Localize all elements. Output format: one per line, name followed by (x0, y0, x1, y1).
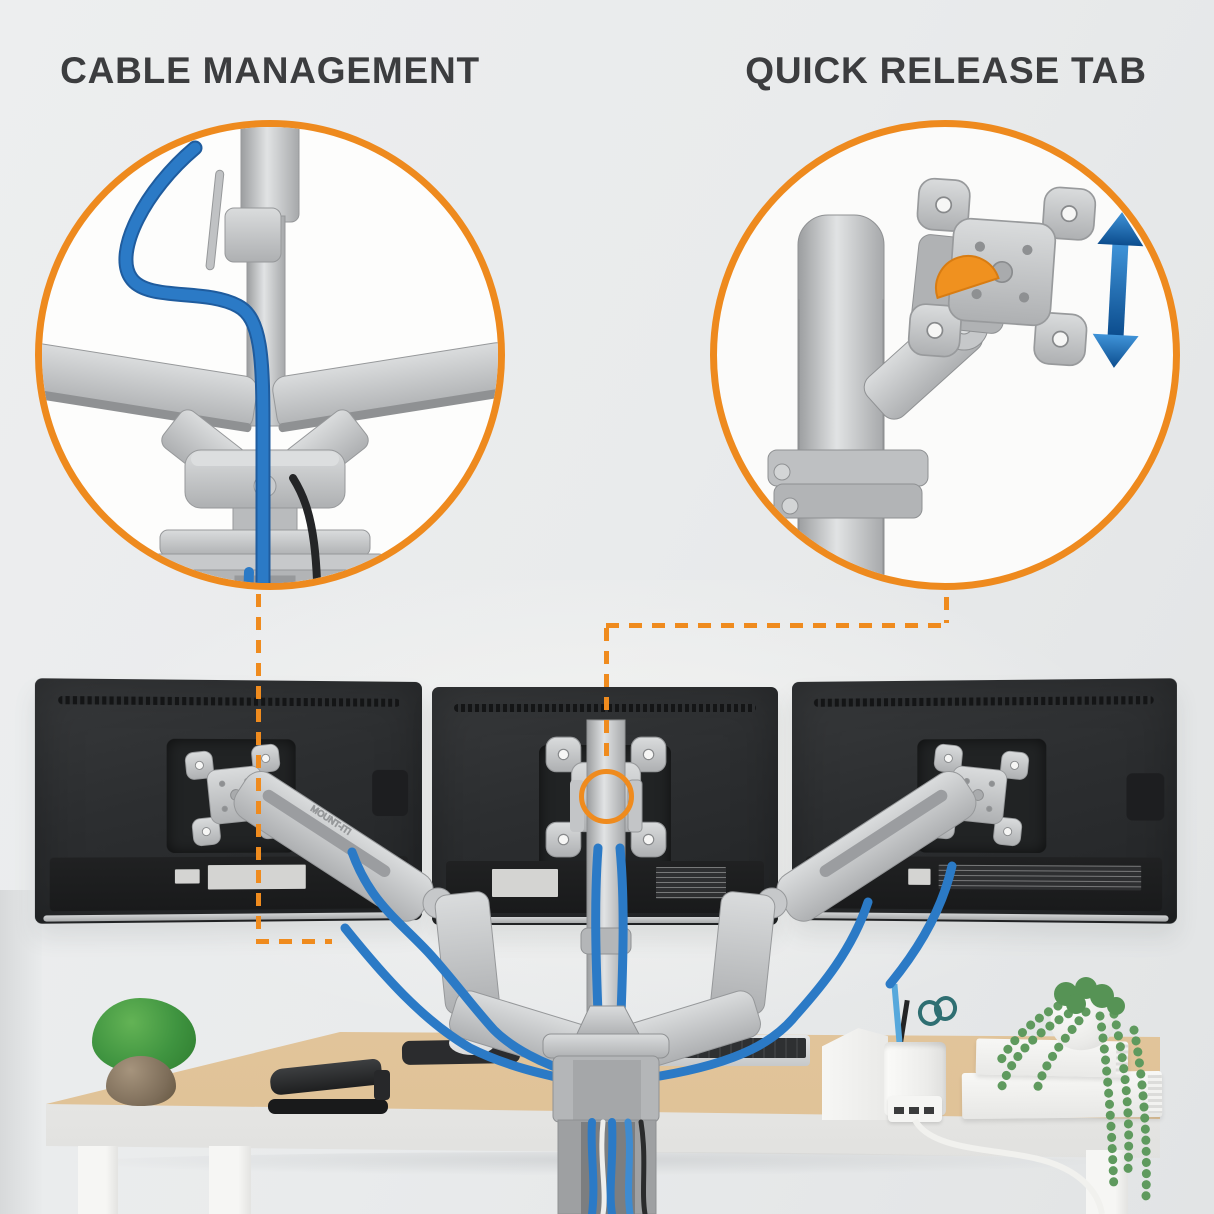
leader-line-quick-release (606, 623, 949, 628)
desk-leg (1086, 1150, 1128, 1214)
quick-release-tab (935, 255, 1000, 300)
leader-line-cable-management (256, 594, 261, 942)
plant-pot (106, 1056, 176, 1106)
stapler (268, 1058, 392, 1114)
gas-spring-arm-right (607, 743, 1030, 1075)
leader-line-quick-release (604, 628, 609, 766)
gas-spring-arm-left: MOUNT-IT! (184, 743, 603, 1075)
cable-management-detail (42, 127, 498, 583)
leader-line-quick-release (944, 597, 949, 623)
white-cable (912, 1118, 1105, 1214)
callout-circle-quick-release (710, 120, 1180, 590)
height-adjust-arrow-icon (1092, 212, 1144, 368)
desk-leg (78, 1146, 118, 1214)
blue-cables (340, 843, 957, 1087)
desk-divider-stand (822, 1028, 888, 1120)
clamp-cables (587, 1118, 648, 1214)
leader-line-cable-management (256, 939, 332, 944)
callout-title-cable-management: CABLE MANAGEMENT (60, 50, 480, 91)
wall-corner (0, 890, 42, 1214)
quick-release-detail (767, 176, 1144, 583)
callout-title-quick-release: QUICK RELEASE TAB (745, 50, 1147, 91)
usb-port (924, 1107, 934, 1114)
usb-hub (888, 1096, 942, 1122)
black-cable (289, 474, 322, 583)
callout-circle-cable-management (35, 120, 505, 590)
usb-port (894, 1107, 904, 1114)
quick-release-highlight-ring (579, 769, 634, 824)
usb-port (909, 1107, 919, 1114)
desk-leg (209, 1146, 251, 1214)
